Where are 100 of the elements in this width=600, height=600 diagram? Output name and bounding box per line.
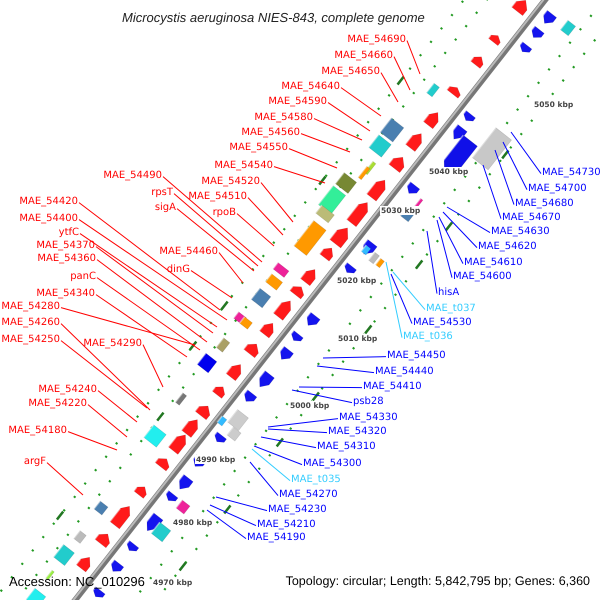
leader-line [236, 213, 274, 246]
gene-label: sigA [154, 202, 176, 214]
leader-line [494, 150, 514, 206]
leader-line [218, 252, 244, 284]
gene-label: MAE_54340 [36, 288, 95, 300]
gene-label: rpsT [151, 187, 173, 199]
gene-label: MAE_54660 [334, 50, 393, 62]
gene-label: MAE_54510 [188, 191, 247, 203]
gene-label: argF [24, 456, 46, 468]
leader-line [380, 72, 398, 102]
leader-line [176, 208, 254, 272]
gene-label: hisA [438, 287, 460, 299]
leader-line [502, 142, 528, 190]
gene-label: MAE_t036 [403, 331, 453, 343]
leader-line [442, 212, 478, 248]
gene-label: MAE_54670 [502, 212, 561, 224]
gene-label: MAE_54310 [317, 441, 376, 453]
leader-line [390, 274, 412, 324]
gene-label: ytfC [58, 227, 79, 239]
gene-label: MAE_54450 [387, 350, 446, 362]
gene-label: MAE_54250 [1, 334, 60, 346]
leader-line [340, 87, 382, 116]
gene-label: MAE_54580 [254, 112, 313, 124]
leader-line [98, 390, 138, 422]
gene-label: dinG [166, 264, 190, 276]
leader-line [274, 166, 326, 184]
leader-line [78, 202, 220, 310]
leader-line [60, 323, 150, 410]
gene-label: MAE_54410 [363, 381, 422, 393]
gene-label: MAE_54640 [281, 81, 340, 93]
leader-line [314, 118, 362, 140]
leader-line [392, 272, 426, 310]
gene-label: MAE_54270 [279, 489, 338, 501]
leader-line [482, 164, 502, 220]
leader-line [394, 56, 410, 90]
gene-label: MAE_54550 [229, 142, 288, 154]
gene-label: MAE_54650 [321, 66, 380, 78]
leader-line [96, 294, 188, 358]
leader-line [328, 102, 370, 132]
leader-line [268, 418, 338, 428]
gene-label: MAE_54320 [328, 426, 387, 438]
gene-label: MAE_54460 [159, 246, 218, 258]
gene-label: MAE_54300 [303, 458, 362, 470]
gene-label: MAE_54280 [1, 301, 60, 313]
gene-label: MAE_54630 [491, 226, 550, 238]
leader-line [292, 390, 352, 404]
gene-label: MAE_54540 [214, 160, 273, 172]
gene-label: MAE_54530 [413, 317, 472, 329]
leader-line [300, 133, 350, 152]
gene-label: MAE_54680 [515, 198, 574, 210]
leader-line [510, 132, 542, 174]
leader-line [210, 504, 256, 526]
gene-label: MAE_54370 [36, 240, 95, 252]
leader-line [298, 386, 362, 388]
gene-label: MAE_54490 [103, 170, 162, 182]
gene-label: MAE_t035 [291, 474, 341, 486]
gene-label: MAE_54180 [8, 425, 67, 437]
leader-line [174, 193, 258, 266]
gene-label: MAE_54600 [453, 271, 512, 283]
leader-line [96, 246, 214, 334]
leader-line [206, 510, 246, 540]
summary-text: Topology: circular; Length: 5,842,795 bp; Genes: 6,360 [286, 574, 590, 589]
gene-label: MAE_54360 [37, 253, 96, 265]
leader-line [436, 220, 452, 278]
gene-label: MAE_54260 [1, 317, 60, 329]
gene-label: MAE_54210 [257, 519, 316, 531]
leader-line [96, 259, 208, 342]
leader-line [322, 356, 386, 358]
leader-line [268, 428, 328, 434]
gene-label: MAE_54190 [247, 532, 306, 544]
leader-line [426, 230, 438, 294]
leader-line [80, 233, 218, 328]
leader-line [96, 277, 200, 350]
gene-label: MAE_54440 [375, 366, 434, 378]
leader-line [60, 340, 148, 408]
gene-label: MAE_54590 [268, 96, 327, 108]
gene-label: MAE_54290 [83, 338, 142, 350]
leader-line [60, 307, 196, 346]
gene-label: psb28 [353, 396, 384, 408]
leader-line [260, 436, 316, 448]
gene-label: MAE_54520 [201, 176, 260, 188]
gene-label: MAE_54620 [478, 241, 537, 253]
leader-line [386, 262, 402, 338]
leader-line [190, 270, 232, 298]
leader-line [142, 344, 164, 388]
gene-label: MAE_54220 [28, 398, 87, 410]
gene-label: MAE_t037 [426, 303, 476, 315]
leader-line [88, 404, 128, 438]
gene-label: MAE_54240 [38, 384, 97, 396]
gene-label: rpoB [212, 207, 236, 219]
leader-line [250, 462, 278, 496]
leader-line [78, 219, 228, 320]
leader-line [252, 448, 290, 482]
gene-label: MAE_54420 [19, 196, 78, 208]
leader-line [248, 197, 284, 236]
gene-label: MAE_54690 [347, 34, 406, 46]
gene-label: MAE_54610 [464, 257, 523, 269]
leader-line [68, 431, 118, 450]
gene-label: MAE_54230 [268, 504, 327, 516]
leader-line [216, 496, 268, 512]
